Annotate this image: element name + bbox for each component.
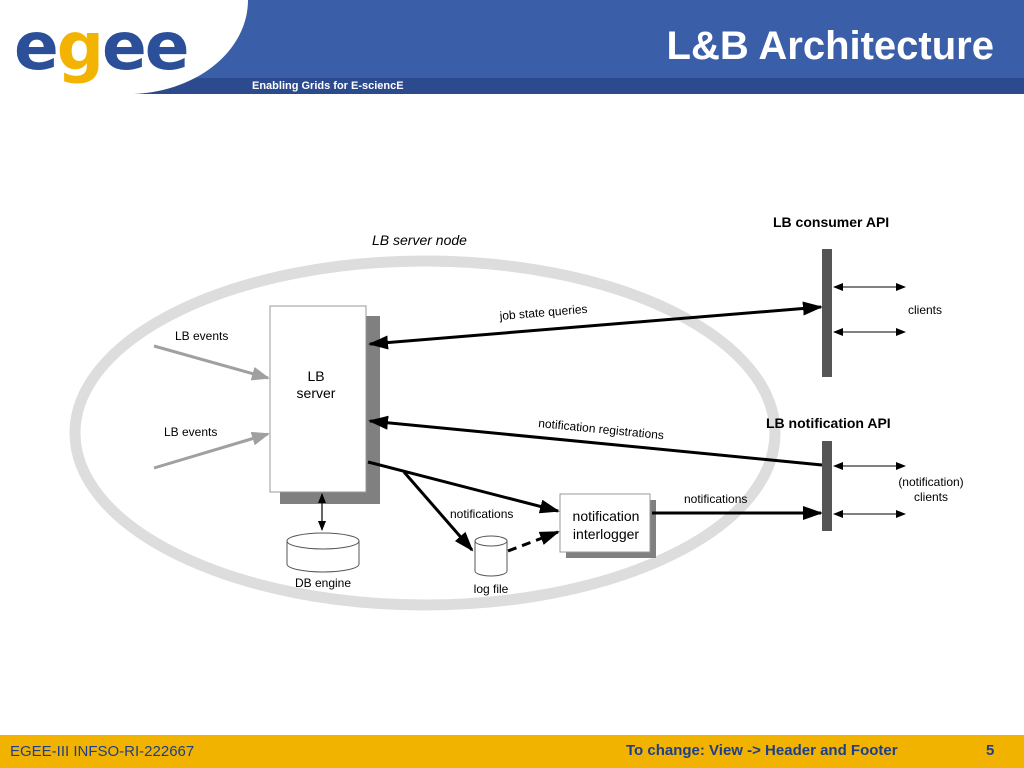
footer-hint: To change: View -> Header and Footer <box>626 742 898 759</box>
interlogger-label-line1: notification <box>573 508 640 524</box>
footer-project-id: EGEE-III INFSO-RI-222667 <box>10 743 195 760</box>
egee-logo: egee <box>14 12 190 82</box>
logo-letter-e: e <box>14 8 59 85</box>
slide-footer: EGEE-III INFSO-RI-222667 To change: View… <box>0 735 1024 768</box>
server-node-label: LB server node <box>372 232 467 248</box>
logo-letter-g: g <box>56 8 104 85</box>
lb-events-label-2: LB events <box>164 425 217 439</box>
lb-server-label-line2: server <box>297 385 336 401</box>
notifications-out-label: notifications <box>684 492 747 506</box>
server-interlogger-arrow <box>367 460 560 514</box>
notifications-to-log-label: notifications <box>450 507 513 521</box>
lb-events-label-1: LB events <box>175 329 228 343</box>
lb-server-label-line1: LB <box>307 368 324 384</box>
job-state-queries-label: job state queries <box>498 302 588 323</box>
log-file-cylinder <box>474 535 508 577</box>
server-node-ellipse <box>69 255 781 611</box>
tagline: Enabling Grids for E-sciencE <box>252 80 404 92</box>
db-engine-cylinder <box>286 532 360 573</box>
lb-events-arrow-1 <box>153 344 270 381</box>
notification-api-bar <box>822 441 832 531</box>
clients-label: clients <box>908 303 942 317</box>
notif-clients-label-line1: (notification) <box>898 475 963 489</box>
consumer-api-label: LB consumer API <box>773 214 889 230</box>
server-logfile-arrow <box>402 471 474 552</box>
notif-clients-label-line2: clients <box>914 490 948 504</box>
notification-registrations-arrow <box>368 415 823 467</box>
consumer-api-bar <box>822 249 832 377</box>
interlogger-box <box>559 493 651 553</box>
architecture-diagram: LB server node LB server LB events LB ev… <box>0 95 1024 735</box>
page-number: 5 <box>986 742 995 759</box>
notification-api-label: LB notification API <box>766 415 891 431</box>
db-engine-label: DB engine <box>295 576 351 590</box>
slide-title: L&B Architecture <box>666 24 994 68</box>
diagram-canvas: LB server node LB server LB events LB ev… <box>69 214 964 611</box>
job-state-queries-arrow <box>368 301 823 350</box>
slide-header: egee Enabling Grids for E-sciencE L&B Ar… <box>0 0 1024 95</box>
lb-server-box <box>269 305 367 493</box>
header-strip <box>0 78 1024 94</box>
log-file-label: log file <box>474 582 509 596</box>
logo-letters-ee: ee <box>102 8 190 85</box>
interlogger-label-line2: interlogger <box>573 526 639 542</box>
lb-events-arrow-2 <box>153 431 270 470</box>
logfile-interlogger-arrow <box>507 530 560 553</box>
